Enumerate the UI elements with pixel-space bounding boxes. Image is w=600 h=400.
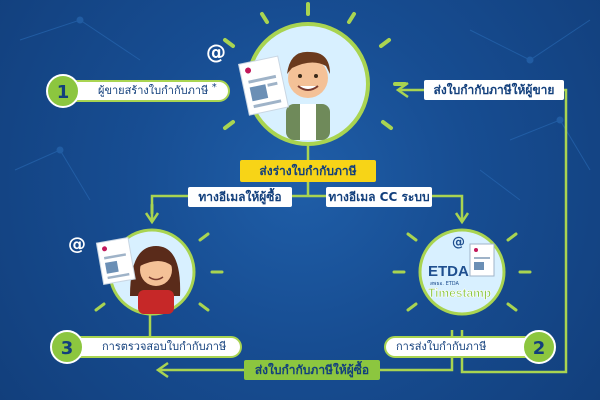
return-to-seller-label: ส่งใบกำกับภาษีให้ผู้ขาย: [424, 80, 564, 100]
return-to-buyer-label: ส่งใบกำกับภาษีให้ผู้ซื้อ: [244, 360, 380, 380]
step-3-number: 3: [50, 330, 84, 364]
background-network: [14, 16, 591, 201]
email-at-icon-left: @: [68, 234, 86, 255]
branch-email-cc-label: ทางอีเมล CC ระบบ: [326, 187, 432, 207]
etda-logo-subtitle: สพธอ. ETDA: [430, 281, 459, 287]
seller-document-icon: [237, 55, 290, 116]
step-2-pill: การส่งใบกำกับภาษี: [384, 336, 536, 358]
buyer-avatar: [130, 246, 181, 314]
branch-email-buyer-label: ทางอีเมลให้ผู้ซื้อ: [188, 187, 292, 207]
timestamp-label: Timestamp: [428, 286, 492, 301]
step-1-number: 1: [46, 74, 80, 108]
email-at-icon-system: @: [452, 235, 465, 250]
right-rays: [392, 232, 532, 312]
flow-connectors: [144, 81, 568, 379]
etda-logo: ETDA: [428, 263, 469, 280]
step-3-label: การตรวจสอบใบกำกับภาษี: [102, 340, 227, 353]
step-1-label: ผู้ขายสร้างใบกำกับภาษี: [98, 84, 209, 97]
draft-invoice-label: ส่งร่างใบกำกับภาษี: [240, 160, 376, 182]
step-2-number: 2: [522, 330, 556, 364]
step-1-pill: ผู้ขายสร้างใบกำกับภาษี *: [58, 80, 230, 102]
buyer-document-icon: [95, 236, 136, 286]
step-2-label: การส่งใบกำกับภาษี: [396, 340, 487, 353]
etda-document-icon: [469, 243, 495, 277]
email-at-icon-top: @: [206, 40, 226, 64]
seller-avatar: [286, 51, 330, 140]
step-1-marker: *: [211, 82, 217, 93]
step-3-pill: การตรวจสอบใบกำกับภาษี: [62, 336, 242, 358]
left-rays: [94, 203, 224, 312]
